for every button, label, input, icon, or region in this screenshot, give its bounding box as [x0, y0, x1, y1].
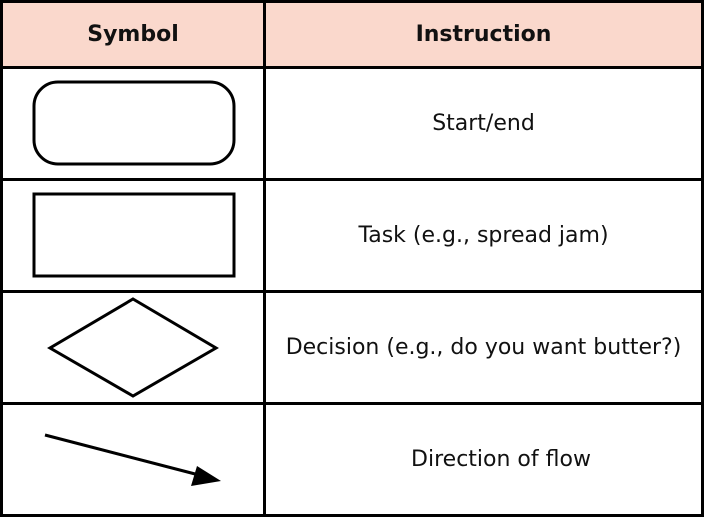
- instruction-task: Task (e.g., spread jam): [358, 223, 609, 248]
- instruction-decision: Decision (e.g., do you want butter?): [285, 335, 682, 360]
- table-column-divider: [263, 0, 266, 517]
- flow-arrow-icon: [44, 433, 221, 486]
- table-border-top: [0, 0, 704, 3]
- table-row-divider: [0, 290, 704, 293]
- instruction-direction-of-flow: Direction of flow: [411, 447, 591, 472]
- table-border-bottom: [0, 514, 704, 517]
- table-border-left: [0, 0, 3, 517]
- task-rectangle-icon: [32, 192, 236, 278]
- table-row-divider: [0, 178, 704, 181]
- start-end-terminator-icon: [32, 80, 236, 166]
- header-symbol: Symbol: [87, 22, 179, 47]
- table-row-divider: [0, 66, 704, 69]
- table-border-right: [701, 0, 704, 517]
- instruction-start-end: Start/end: [432, 111, 535, 136]
- table-header-background: [2, 2, 702, 68]
- table-row-divider: [0, 402, 704, 405]
- decision-diamond-icon: [47, 297, 219, 398]
- header-instruction: Instruction: [415, 22, 552, 47]
